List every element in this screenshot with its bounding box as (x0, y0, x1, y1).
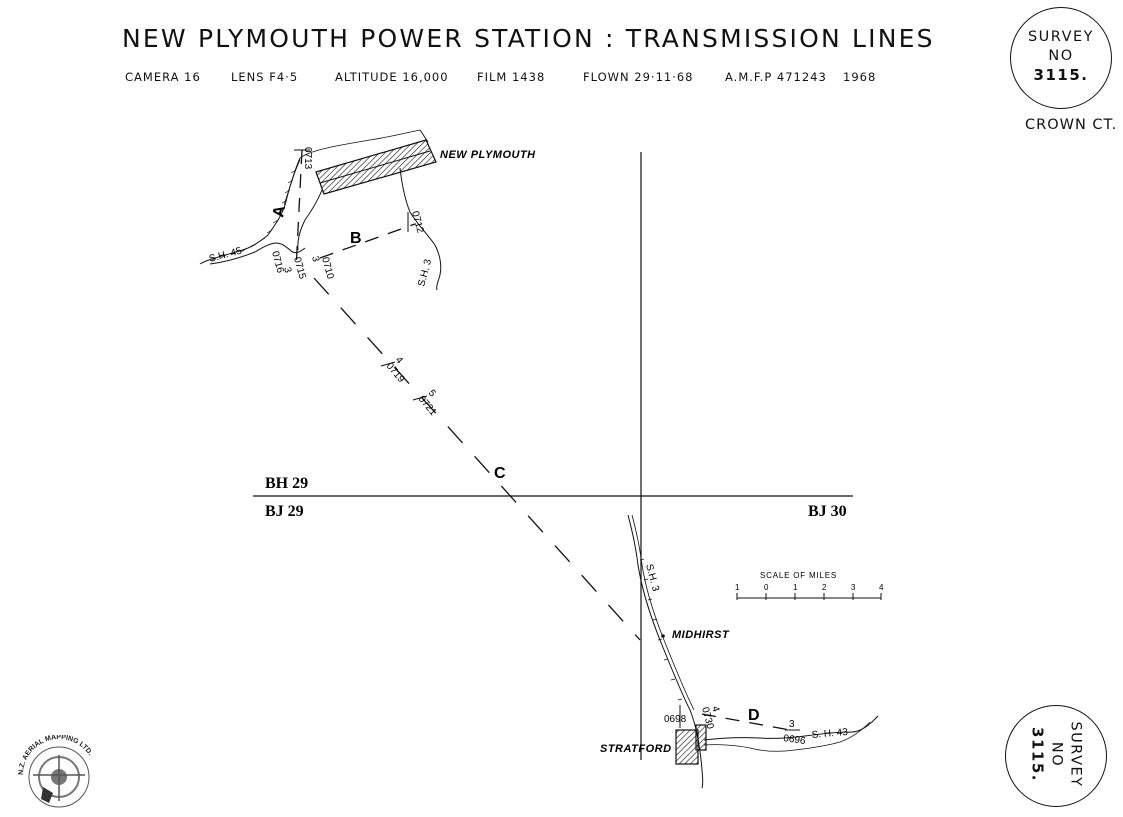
flight-line-c (313, 277, 641, 641)
crown-copyright: CROWN CT. (1025, 117, 1118, 133)
altitude-info: ALTITUDE 16,000 (335, 70, 449, 84)
segment-label-b: B (350, 230, 362, 247)
scale-of-miles: SCALE OF MILES 1 0 1 2 3 4 (735, 571, 884, 600)
road-label-sh3-north: S.H. 3 (416, 258, 434, 288)
segment-label-c: C (494, 465, 506, 482)
road-sh3-south (627, 514, 704, 789)
scale-tick-label-1b: 1 (793, 583, 798, 592)
map-title: NEW PLYMOUTH POWER STATION : TRANSMISSIO… (122, 24, 935, 53)
photo-mark-3b: 3 (309, 255, 321, 264)
flight-metadata: CAMERA 16 LENS F4·5 ALTITUDE 16,000 FILM… (125, 70, 876, 84)
road-label-sh43: S. H. 43 (811, 727, 848, 741)
stamp-number: 3115. (1033, 66, 1089, 84)
grid-label-bj29: BJ 29 (265, 503, 304, 520)
photo-mark-5: 5 (426, 388, 438, 400)
camera-info: CAMERA 16 (125, 70, 201, 84)
grid-label-bh29: BH 29 (265, 475, 308, 492)
scale-tick-label-2: 2 (822, 583, 827, 592)
photo-mark-3c: 3 (789, 719, 795, 730)
photo-mark-0696: 0696 (783, 733, 807, 747)
stamp-survey-label: SURVEY (1027, 29, 1095, 45)
flight-line-d (701, 713, 791, 731)
place-midhirst: MIDHIRST (672, 629, 730, 641)
svg-text:N.Z. AERIAL MAPPING LTD.: N.Z. AERIAL MAPPING LTD. (18, 735, 94, 775)
scale-tick-label-3: 3 (851, 583, 856, 592)
year-info: 1968 (843, 70, 877, 84)
flight-line-a (295, 149, 303, 271)
road-label-sh45: S.H. 45 (208, 246, 243, 265)
road-sh3-north (399, 167, 442, 291)
photo-mark-0710: 0710 (319, 256, 335, 281)
scale-tick-label-0: 0 (764, 583, 769, 592)
road-sh43 (703, 715, 879, 741)
photo-mark-3a: 3 (281, 266, 293, 275)
photo-mark-0712: 0712 (409, 210, 425, 235)
segment-label-d: D (748, 707, 760, 724)
amfp-info: A.M.F.P 471243 (725, 70, 827, 84)
stamp-no-label: NO (1048, 48, 1074, 64)
flight-line-b (319, 223, 416, 259)
scale-title: SCALE OF MILES (760, 571, 837, 580)
nz-aerial-mapping-logo: N.Z. AERIAL MAPPING LTD. (18, 735, 94, 808)
place-stratford: STRATFORD (600, 743, 672, 755)
road-label-sh3-south: S.H. 3 (643, 563, 661, 593)
photo-mark-0713: 0713 (302, 147, 313, 170)
flown-info: FLOWN 29·11·68 (583, 70, 694, 84)
photo-mark-4: 4 (393, 355, 405, 367)
survey-stamp-top: SURVEY NO 3115. (1010, 7, 1112, 109)
film-info: FILM 1438 (477, 70, 546, 84)
place-new-plymouth: NEW PLYMOUTH (440, 149, 536, 161)
photo-mark-0715: 0715 (291, 256, 307, 281)
photo-mark-0698: 0698 (664, 714, 687, 725)
photo-mark-4b: 4 (709, 705, 721, 714)
photo-mark-0721: 0721 (416, 394, 439, 418)
new-plymouth-town (315, 129, 437, 195)
survey-stamp-bottom: SURVEY NO 3115. (1005, 705, 1107, 807)
scale-tick-label-4: 4 (879, 583, 884, 592)
segment-label-a: A (270, 204, 289, 219)
scale-tick-label-1: 1 (735, 583, 740, 592)
lens-info: LENS F4·5 (231, 70, 299, 84)
stratford-town (675, 724, 707, 765)
road-sh45 (209, 242, 306, 265)
photo-mark-0719: 0719 (384, 361, 407, 385)
grid-label-bj30: BJ 30 (808, 503, 847, 520)
